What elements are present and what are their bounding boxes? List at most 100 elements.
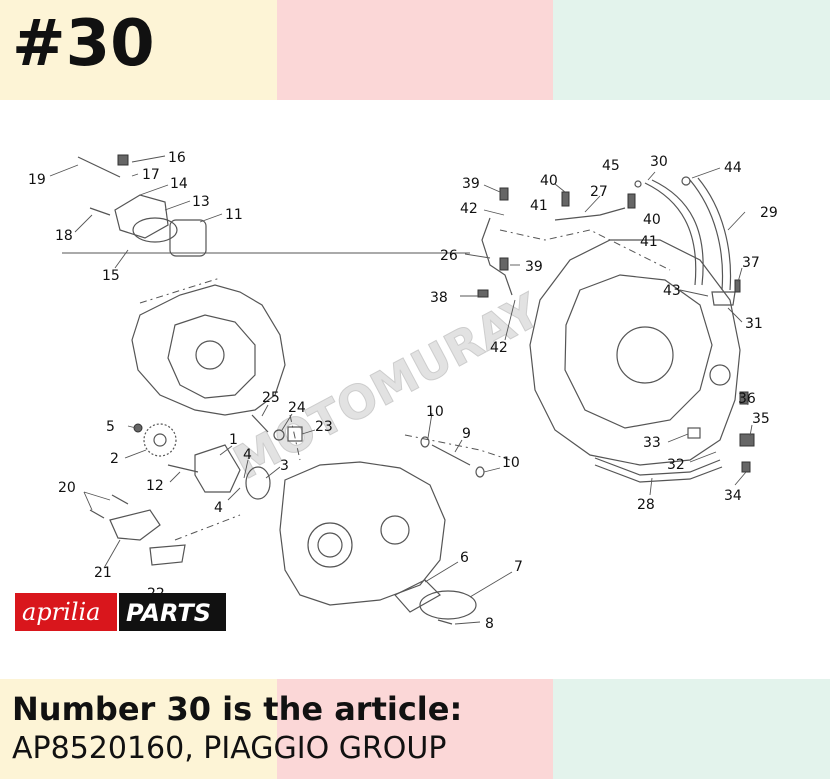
logo-brand-text: aprilia	[22, 598, 100, 626]
strainer-7	[419, 590, 477, 620]
bracket-6	[394, 579, 441, 613]
watermark-text: MOTOMURAY	[225, 283, 550, 490]
header-band-pink	[277, 0, 553, 100]
oil-hose-29-edge	[697, 177, 732, 291]
clutch-cover-inner	[167, 314, 256, 399]
label-28: 28	[637, 497, 655, 513]
cover-boss	[195, 340, 225, 370]
screw-20b	[111, 494, 129, 505]
label-30: 30	[650, 154, 668, 170]
gasket-3	[245, 466, 271, 500]
gear-2-hub	[153, 433, 167, 447]
washer-24	[273, 429, 285, 441]
label-18: 18	[55, 228, 73, 244]
label-41b: 41	[640, 234, 658, 250]
screw-38	[477, 289, 489, 298]
crankcase-bore	[307, 522, 353, 568]
label-44: 44	[724, 160, 742, 176]
oil-filter-11	[169, 219, 207, 257]
assembly-line	[139, 277, 221, 304]
label-45: 45	[602, 158, 620, 174]
label-34: 34	[724, 488, 742, 504]
label-2: 2	[110, 451, 119, 467]
logo-suffix-text: PARTS	[126, 599, 211, 627]
fitting-33	[687, 427, 701, 439]
engine-block	[529, 239, 741, 466]
label-40b: 40	[643, 212, 661, 228]
ring-5	[133, 423, 143, 433]
leader-lines	[49, 155, 753, 625]
label-4b: 4	[214, 500, 223, 516]
label-10b: 10	[502, 455, 520, 471]
label-11: 11	[225, 207, 243, 223]
article-code: AP8520160, PIAGGIO GROUP	[12, 731, 447, 766]
oil-pipe-28	[594, 457, 721, 476]
label-25: 25	[262, 390, 280, 406]
gear-2	[143, 423, 177, 457]
label-17: 17	[142, 167, 160, 183]
label-24: 24	[288, 400, 306, 416]
label-39a: 39	[462, 176, 480, 192]
oil-pipe-27	[554, 207, 626, 221]
label-6: 6	[460, 550, 469, 566]
label-32: 32	[667, 457, 685, 473]
oil-hose-29	[689, 179, 724, 291]
assembly-line	[404, 434, 511, 461]
label-26: 26	[440, 248, 458, 264]
label-40a: 40	[540, 173, 558, 189]
logo-black-block	[119, 593, 226, 631]
oil-pump-1	[194, 444, 241, 493]
screw-20a	[89, 509, 105, 519]
label-15: 15	[102, 268, 120, 284]
label-7: 7	[514, 559, 523, 575]
bolt-40b	[627, 193, 636, 209]
bolt-34	[741, 461, 751, 473]
clamp-44	[681, 176, 691, 186]
bracket-22	[149, 544, 186, 566]
label-9: 9	[462, 426, 471, 442]
label-38: 38	[430, 290, 448, 306]
oil-hose-30	[644, 182, 697, 286]
label-35: 35	[752, 411, 770, 427]
bolt-19	[77, 156, 121, 178]
label-39b: 39	[525, 259, 543, 275]
crankcase-half	[279, 461, 446, 606]
bolt-12	[167, 464, 199, 473]
crankcase-bearing	[380, 515, 410, 545]
crankcase-bore-inner	[317, 532, 343, 558]
engine-boss	[709, 364, 731, 386]
exploded-parts-diagram: MOTOMURAY	[0, 100, 830, 679]
label-36: 36	[738, 391, 756, 407]
label-41a: 41	[530, 198, 548, 214]
label-12: 12	[146, 478, 164, 494]
footer-band	[0, 679, 830, 779]
label-37: 37	[742, 255, 760, 271]
header-band	[0, 0, 830, 100]
fitting-31	[711, 291, 736, 306]
engine-block-inner	[564, 274, 713, 429]
label-42b: 42	[490, 340, 508, 356]
plug-35	[739, 433, 755, 447]
label-31: 31	[745, 316, 763, 332]
label-21: 21	[94, 565, 112, 581]
header-band-yellow	[0, 0, 277, 100]
o-ring-10b	[475, 466, 485, 478]
spring-25	[251, 414, 269, 433]
logo-red-block	[15, 593, 117, 631]
oil-pipe-26	[481, 217, 513, 296]
label-27: 27	[590, 184, 608, 200]
oil-pipe-28-edge	[594, 464, 723, 483]
assembly-line	[499, 229, 671, 271]
bolt-40a	[561, 191, 570, 207]
screw-8	[437, 619, 453, 625]
article-caption: Number 30 is the article:	[12, 690, 463, 728]
screw-39b	[499, 257, 509, 271]
part-number-heading: #30	[12, 7, 155, 81]
label-4a: 4	[243, 447, 252, 463]
screw-39a	[499, 187, 509, 201]
tube-9	[431, 444, 471, 466]
screw-37	[734, 279, 741, 293]
aprilia-parts-logo: aprilia PARTS	[15, 593, 226, 631]
label-14: 14	[170, 176, 188, 192]
label-43: 43	[663, 283, 681, 299]
